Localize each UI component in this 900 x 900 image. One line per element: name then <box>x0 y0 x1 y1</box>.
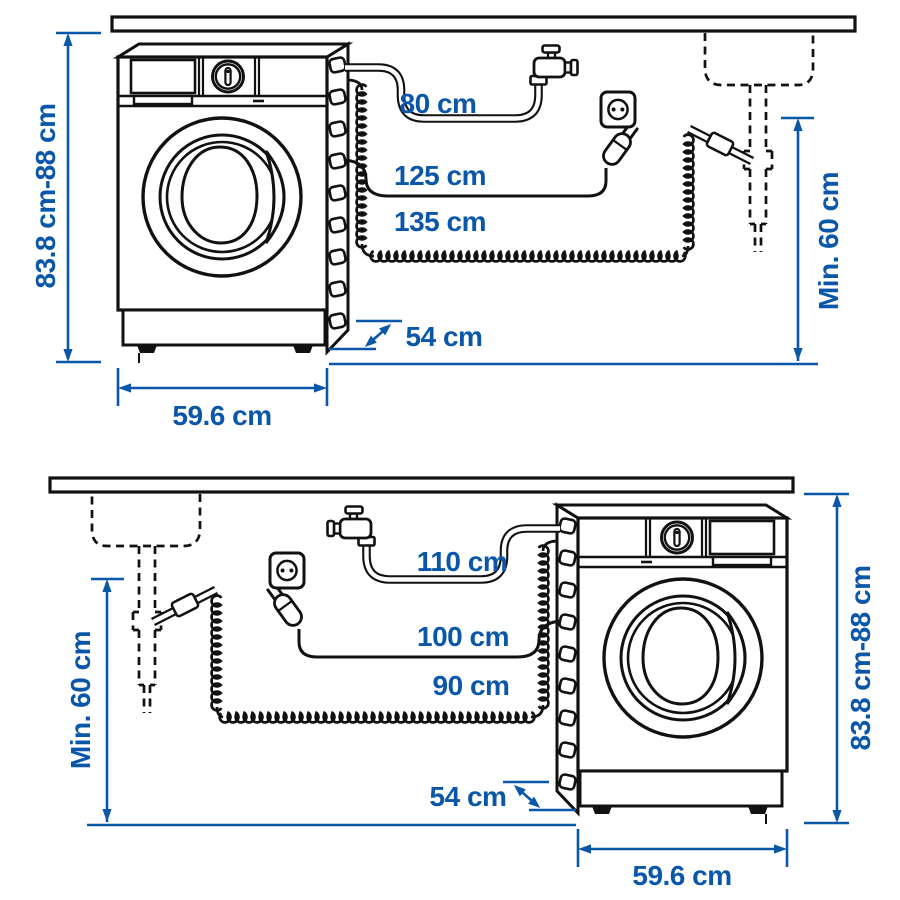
label-drain-hose-top: 135 cm <box>394 206 486 237</box>
label-drain-hose-bottom: 90 cm <box>432 670 510 701</box>
label-power-cord-bottom: 100 cm <box>417 621 509 652</box>
label-supply-hose-bottom: 110 cm <box>416 546 508 577</box>
label-niche-height-bottom: 83.8 cm-88 cm <box>845 565 876 751</box>
label-width-bottom: 59.6 cm <box>632 860 732 891</box>
label-power-cord-top: 125 cm <box>394 160 486 191</box>
label-depth-bottom: 54 cm <box>429 781 507 812</box>
label-width-top: 59.6 cm <box>172 400 272 431</box>
label-min-height-bottom: Min. 60 cm <box>65 630 96 770</box>
label-min-height-top: Min. 60 cm <box>813 171 844 311</box>
label-niche-height-top: 83.8 cm-88 cm <box>30 103 61 289</box>
label-depth-top: 54 cm <box>405 321 483 352</box>
label-supply-hose-top: 80 cm <box>399 88 477 119</box>
